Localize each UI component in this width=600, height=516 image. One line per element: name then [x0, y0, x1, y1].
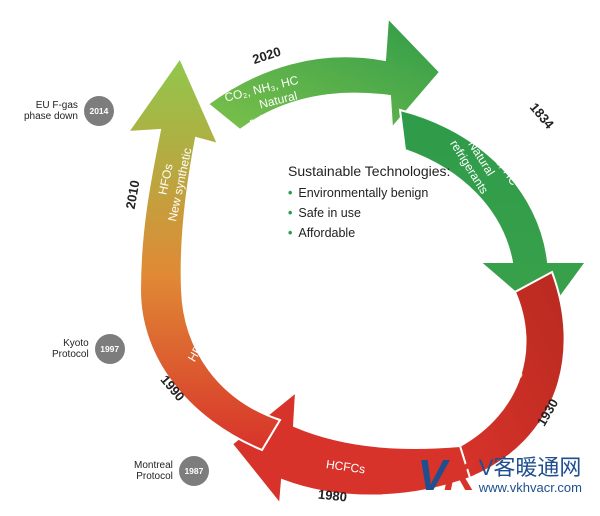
montreal-milestone: Montreal Protocol 1987: [134, 456, 209, 486]
center-item: •Safe in use: [288, 206, 361, 220]
eu-fgas-label: EU F-gas phase down: [24, 100, 78, 122]
label-hcfc: HCFCs: [325, 457, 366, 476]
watermark: VK V客暖通网 www.vkhvacr.com: [417, 451, 582, 500]
sustainable-technologies-box: Sustainable Technologies: •Environmental…: [288, 163, 488, 243]
arrow-natural-top: [206, 15, 442, 132]
watermark-url: www.vkhvacr.com: [478, 480, 582, 495]
label-hfo-1: HFOs: [156, 162, 176, 196]
year-1834: 1834: [527, 100, 558, 132]
kyoto-label: Kyoto Protocol: [52, 338, 89, 360]
bullet-icon: •: [288, 226, 293, 240]
eu-fgas-year-badge: 2014: [83, 96, 114, 126]
kyoto-milestone: Kyoto Protocol 1997: [52, 334, 125, 364]
montreal-year-badge: 1987: [178, 456, 209, 486]
year-2010: 2010: [123, 179, 143, 210]
watermark-site-name: V客暖通网: [478, 455, 582, 480]
bullet-icon: •: [288, 186, 293, 200]
eu-fgas-milestone: EU F-gas phase down 2014: [24, 96, 114, 126]
arrow-hfc-hfo: [125, 55, 282, 452]
year-2020: 2020: [251, 44, 283, 67]
montreal-label: Montreal Protocol: [134, 460, 173, 482]
watermark-logo: VK: [417, 451, 476, 500]
arrow-natural-right: [398, 108, 588, 320]
center-item: •Environmentally benign: [288, 186, 429, 200]
watermark-text: V客暖通网 www.vkhvacr.com: [479, 456, 582, 496]
center-item: •Affordable: [288, 226, 356, 240]
bullet-icon: •: [288, 206, 293, 220]
year-1980: 1980: [317, 487, 347, 505]
kyoto-year-badge: 1997: [94, 334, 125, 364]
center-title: Sustainable Technologies:: [288, 163, 451, 179]
